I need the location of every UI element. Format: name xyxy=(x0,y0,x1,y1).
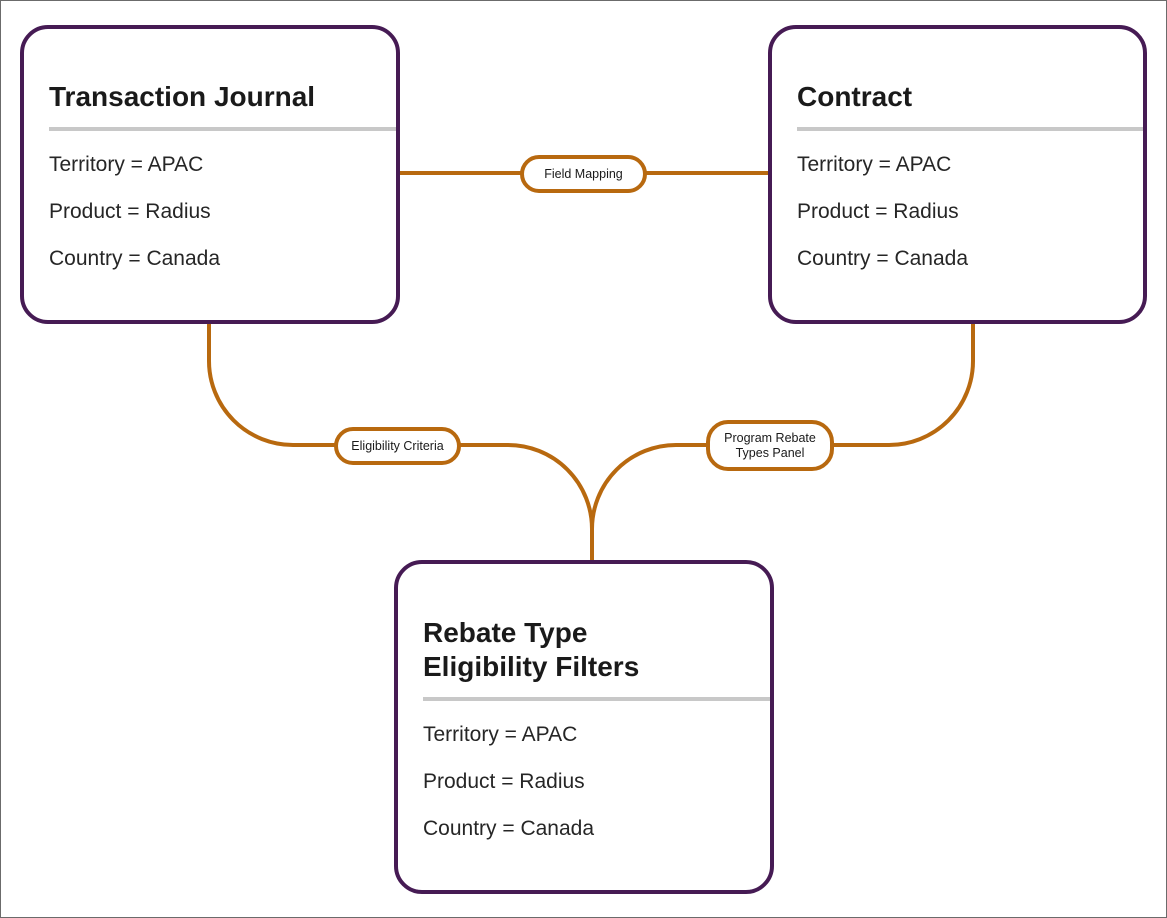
criteria-row: Territory = APAC xyxy=(423,723,578,746)
criteria-row: Country = Canada xyxy=(797,247,969,270)
criteria-row: Product = Radius xyxy=(423,770,585,793)
node-title: Transaction Journal xyxy=(49,81,316,112)
node-transaction-journal: Transaction Journal Territory = APAC Pro… xyxy=(20,25,400,324)
edge-label-field-mapping: Field Mapping xyxy=(520,155,647,193)
criteria-row: Product = Radius xyxy=(49,200,211,223)
node-title: Rebate Type Eligibility Filters xyxy=(423,617,640,682)
title-divider xyxy=(423,697,770,701)
edge-program-rebate-types-panel-line xyxy=(590,323,975,530)
criteria-row: Territory = APAC xyxy=(49,153,204,176)
criteria-row: Territory = APAC xyxy=(797,153,952,176)
criteria-row: Country = Canada xyxy=(49,247,221,270)
title-divider xyxy=(49,127,396,131)
node-title: Contract xyxy=(797,81,913,112)
edge-label-eligibility-criteria: Eligibility Criteria xyxy=(334,427,461,465)
criteria-row: Country = Canada xyxy=(423,817,595,840)
node-contract: Contract Territory = APAC Product = Radi… xyxy=(768,25,1147,324)
criteria-row: Product = Radius xyxy=(797,200,959,223)
title-divider xyxy=(797,127,1143,131)
edge-label-program-rebate-types-panel: Program Rebate Types Panel xyxy=(706,420,834,471)
node-rebate-type-eligibility-filters: Rebate Type Eligibility Filters Territor… xyxy=(394,560,774,894)
